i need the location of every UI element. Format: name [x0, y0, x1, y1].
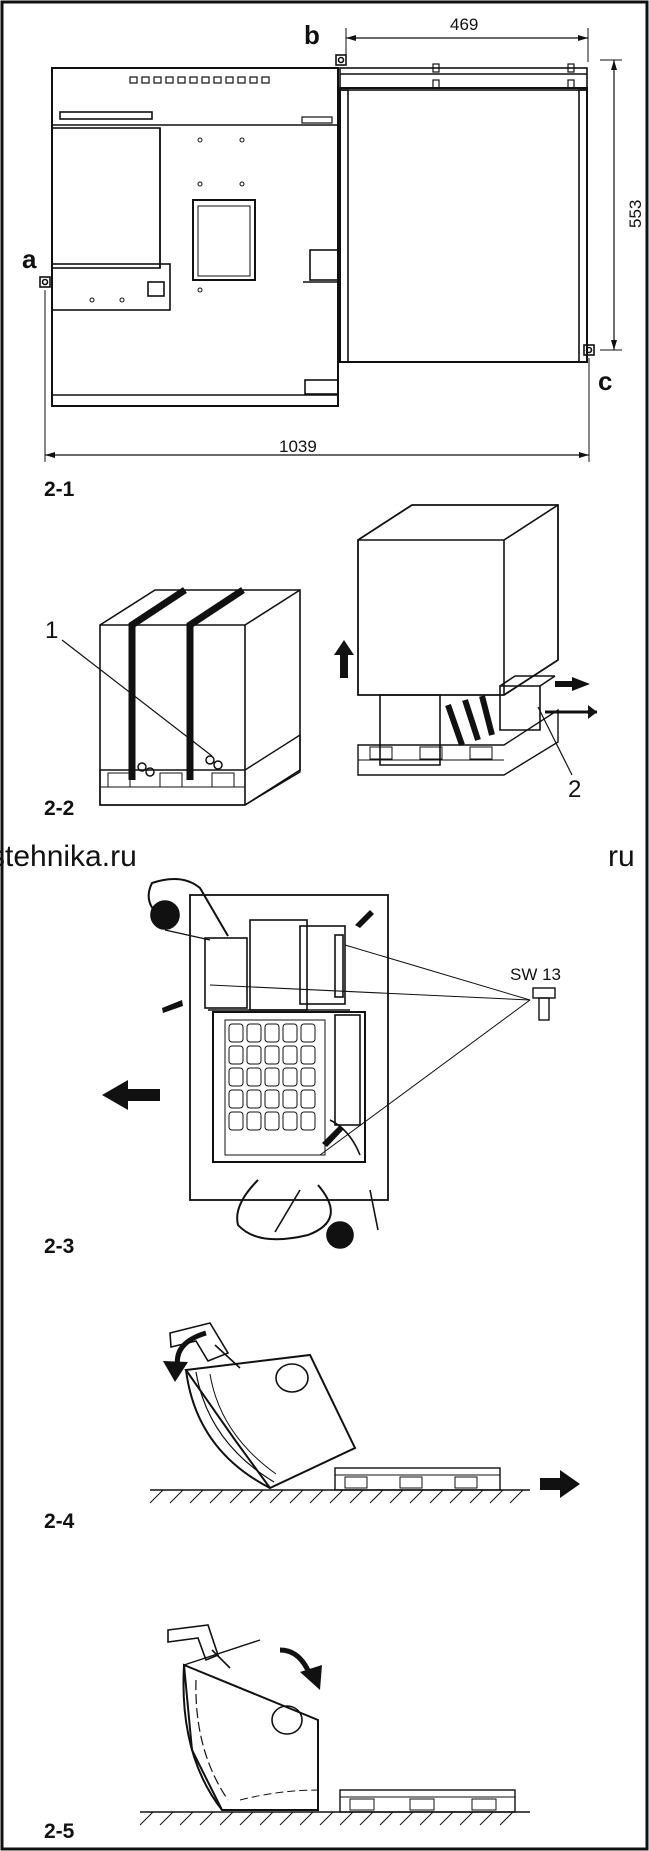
- label-point-c: c: [598, 366, 612, 396]
- callout-1: 1: [45, 617, 58, 644]
- figure-2-1-label: 2-1: [44, 478, 75, 501]
- label-point-b: b: [304, 20, 320, 50]
- figure-2-3-drawing: [102, 878, 556, 1249]
- figure-2-2-label: 2-2: [44, 797, 74, 820]
- figure-2-2-drawing: [61, 504, 597, 806]
- tool-label-sw13: SW 13: [510, 965, 561, 984]
- figure-2-4-drawing: [149, 1322, 580, 1504]
- dim-469: 469: [450, 15, 478, 34]
- dim-553: 553: [626, 200, 645, 228]
- dim-1039: 1039: [279, 437, 317, 456]
- watermark-right: ru: [608, 840, 635, 873]
- figure-2-5-drawing: [139, 1624, 530, 1826]
- figure-2-5-label: 2-5: [44, 1820, 75, 1843]
- callout-2: 2: [568, 776, 581, 803]
- watermark-left: stehnika.ru: [0, 840, 137, 873]
- figure-2-1-drawing: [39, 28, 622, 462]
- label-point-a: a: [22, 244, 37, 274]
- figure-2-4-label: 2-4: [44, 1510, 75, 1533]
- figure-2-3-label: 2-3: [44, 1235, 74, 1258]
